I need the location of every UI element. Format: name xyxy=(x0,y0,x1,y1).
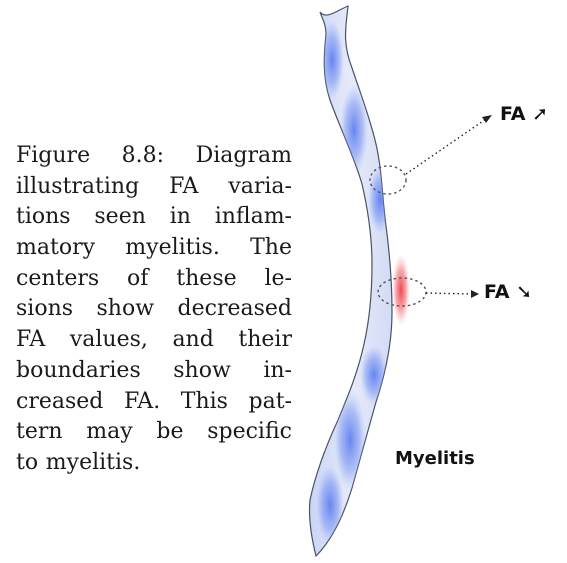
caption-line: sions show decreased xyxy=(16,294,292,325)
arrow-to-fa-increase xyxy=(405,118,487,175)
caption-word: of xyxy=(127,265,149,291)
caption-word: in- xyxy=(263,357,292,383)
caption-line: FA values, and their xyxy=(16,325,292,356)
caption-word: in xyxy=(169,204,191,230)
arrowhead-right xyxy=(471,290,479,298)
caption-word: centers xyxy=(16,265,100,291)
caption-word: show xyxy=(173,357,231,383)
caption-word: This xyxy=(180,388,228,414)
myelitis-diagram: FA ➚ FA ➘ Myelitis xyxy=(296,0,567,563)
caption-word: myelitis. xyxy=(45,449,141,475)
caption-line: matory myelitis. The xyxy=(16,233,292,264)
caption-line: creased FA. This pat- xyxy=(16,387,292,418)
caption-word: The xyxy=(250,235,292,261)
caption-word: myelitis. xyxy=(125,235,220,261)
caption-word: sions xyxy=(16,296,74,322)
caption-word: FA xyxy=(169,173,199,199)
condition-label: Myelitis xyxy=(395,448,475,469)
fa-increase-label: FA ➚ xyxy=(500,103,549,125)
fa-decrease-label: FA ➘ xyxy=(484,281,533,303)
caption-word: matory xyxy=(16,235,96,261)
caption-word: be xyxy=(156,419,184,445)
caption-line: illustrating FA varia- xyxy=(16,172,292,203)
caption-line: boundaries show in- xyxy=(16,356,292,387)
arrow-to-fa-decrease xyxy=(425,292,473,295)
caption-word: show xyxy=(96,296,155,322)
caption-word: and xyxy=(172,327,214,353)
caption-word: values, xyxy=(69,327,148,353)
caption-word: le- xyxy=(264,265,293,291)
caption-word: seen xyxy=(94,204,146,230)
caption-word: creased xyxy=(16,388,104,414)
spinal-cord-outline xyxy=(308,5,393,558)
spinal-cord-illustration xyxy=(308,5,492,558)
caption-word: Figure xyxy=(16,143,91,168)
caption-word: their xyxy=(238,327,292,353)
lesion-center-ellipse xyxy=(377,277,427,307)
caption-word: inflam- xyxy=(214,204,292,230)
caption-word: to xyxy=(16,449,39,475)
caption-word: 8.8: xyxy=(121,143,165,168)
lesion-boundary-ellipse xyxy=(369,165,407,195)
caption-word: pat- xyxy=(248,388,292,414)
caption-word: FA. xyxy=(123,388,161,414)
caption-word: boundaries xyxy=(16,357,141,383)
lesion-center xyxy=(392,254,410,326)
caption-word: tern xyxy=(16,419,63,445)
arrowhead-up xyxy=(482,115,492,123)
caption-word: may xyxy=(86,419,133,445)
caption-word: tions xyxy=(16,204,71,230)
caption-word: these xyxy=(176,265,237,291)
caption-word: varia- xyxy=(228,173,292,199)
caption-word: specific xyxy=(207,419,292,445)
caption-word: FA xyxy=(16,327,46,353)
caption-word: illustrating xyxy=(16,173,140,199)
caption-word: Diagram xyxy=(195,143,292,168)
caption-line: centers of these le- xyxy=(16,264,292,295)
caption-word: decreased xyxy=(177,296,292,322)
caption-line: Figure 8.8: Diagram xyxy=(16,141,292,172)
